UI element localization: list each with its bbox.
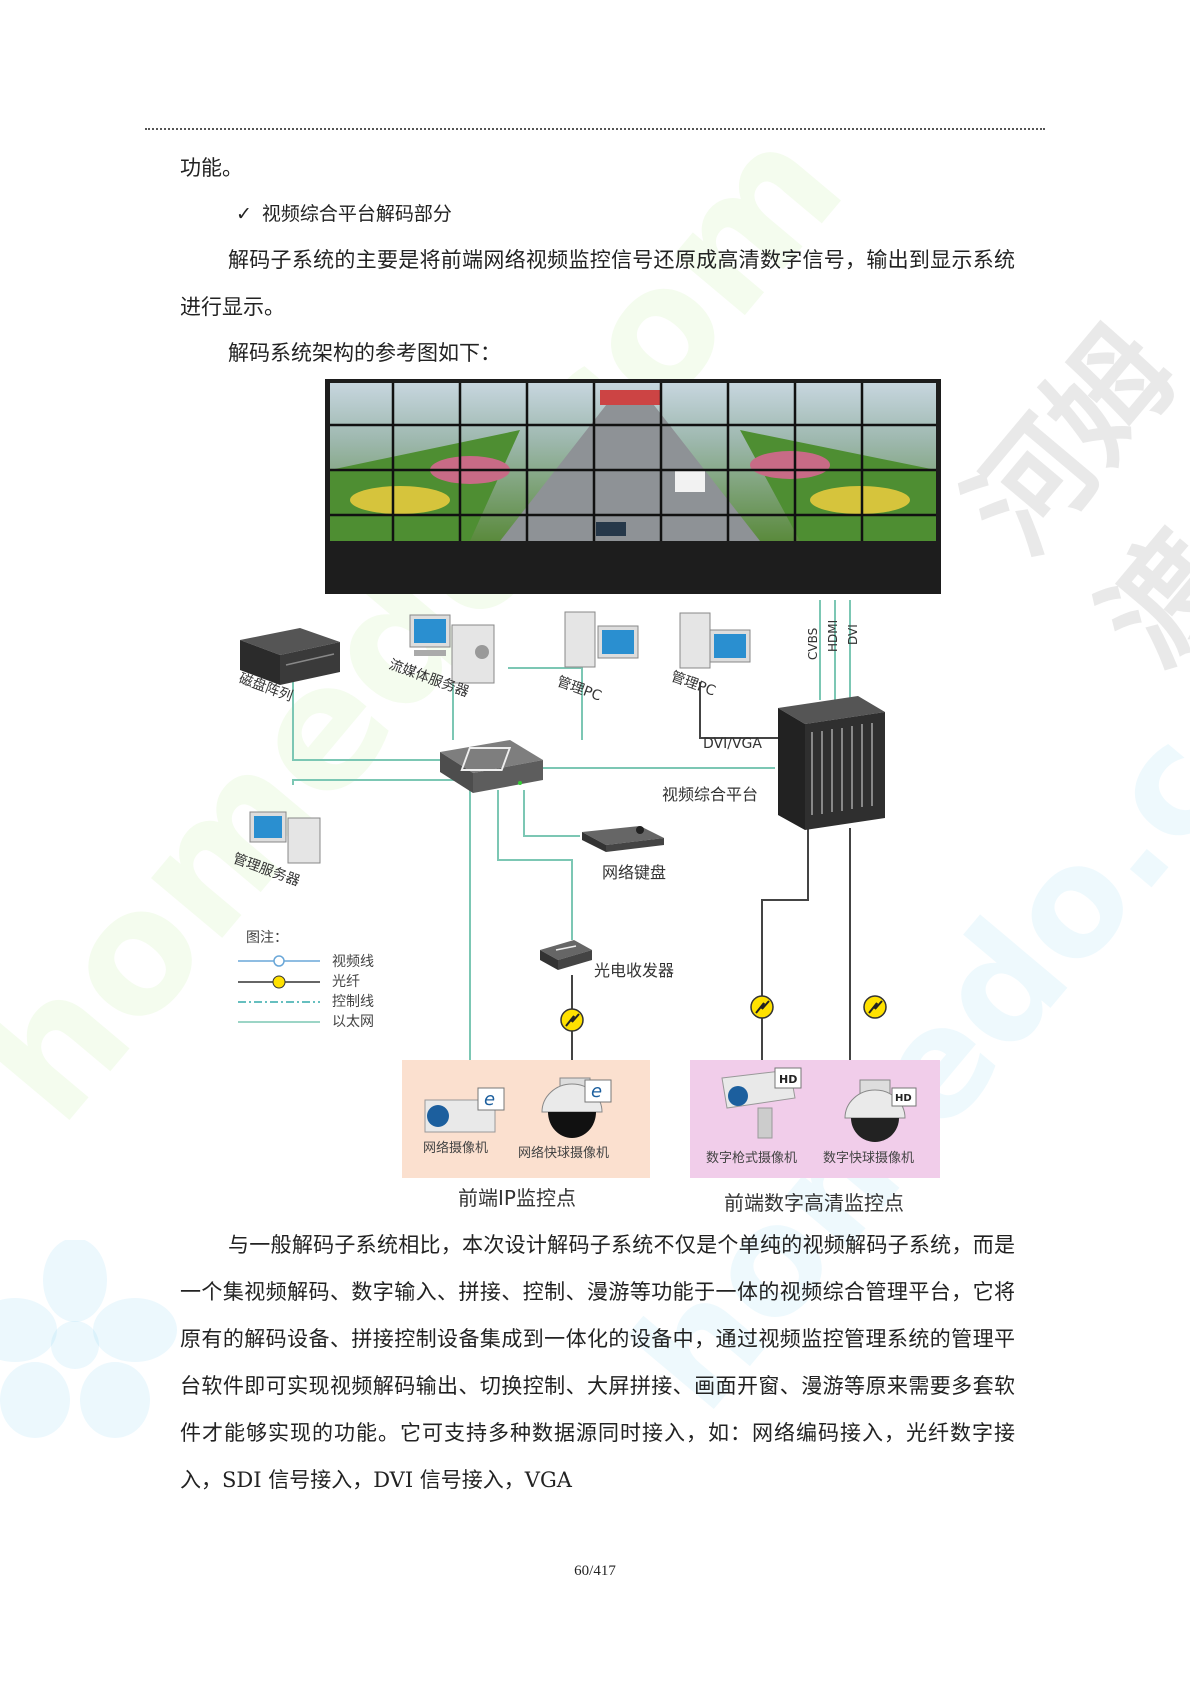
management-pc-2-label: 管理PC — [669, 669, 718, 700]
hd-speed-dome-badge: HD — [895, 1093, 912, 1104]
legend-item-ethernet: 以太网 — [332, 1014, 374, 1030]
hdmi-label: HDMI — [826, 620, 840, 652]
management-pc-2-icon — [679, 612, 751, 669]
paragraph-2: 解码系统架构的参考图如下： — [228, 341, 501, 365]
paragraph-1: 解码子系统的主要是将前端网络视频监控信号还原成高清数字信号，输出到显示系统进行显… — [180, 248, 1015, 319]
fiber-marker-icon — [560, 995, 887, 1032]
hd-bullet-camera-icon: HD — [721, 1067, 802, 1139]
legend-item-control: 控制线 — [332, 994, 374, 1010]
ip-camera-label: 网络摄像机 — [423, 1140, 488, 1156]
optical-transceiver-icon — [540, 940, 592, 970]
checkmark-icon: ✓ — [236, 203, 252, 225]
disk-array-icon — [240, 628, 340, 685]
network-keyboard-label: 网络键盘 — [602, 863, 666, 882]
management-server-icon — [249, 811, 321, 864]
ip-camera-icon: e — [424, 1087, 505, 1133]
cvbs-label: CVBS — [806, 628, 820, 660]
ip-speed-dome-icon: e — [541, 1077, 612, 1138]
legend-item-video: 视频线 — [332, 954, 374, 970]
bullet-text: 视频综合平台解码部分 — [261, 203, 452, 225]
video-platform-icon — [778, 696, 885, 830]
hd-speed-dome-label: 数字快球摄像机 — [823, 1151, 914, 1166]
legend-title: 图注： — [246, 930, 288, 946]
hd-monitoring-group: HD HD 数字枪式摄像机 数字快球摄像机 — [690, 1060, 940, 1178]
dvi-vga-label: DVI/VGA — [703, 736, 762, 752]
management-pc-1-icon — [564, 611, 639, 668]
paragraph-3: 与一般解码子系统相比，本次设计解码子系统不仅是个单纯的视频解码子系统，而是一个集… — [180, 1233, 1015, 1492]
ip-monitoring-group: e e 网络摄像机 网络快球摄像机 — [402, 1060, 650, 1178]
ip-group-title: 前端IP监控点 — [458, 1186, 576, 1210]
ip-camera-badge: e — [484, 1089, 495, 1110]
dvi-label: DVI — [846, 624, 860, 645]
header-rule — [145, 128, 1045, 130]
ip-speed-dome-badge: e — [591, 1081, 602, 1102]
page-number: 60/417 — [574, 1563, 616, 1579]
video-platform-label: 视频综合平台 — [662, 785, 758, 804]
hd-group-title: 前端数字高清监控点 — [724, 1191, 904, 1215]
management-pc-1-label: 管理PC — [555, 674, 604, 705]
diagram-legend: 图注： 视频线 光纤 控制线 以太网 — [238, 930, 374, 1030]
network-switch-icon — [440, 740, 543, 793]
hd-speed-dome-icon: HD — [844, 1079, 917, 1142]
video-wall — [325, 379, 941, 594]
bullet-item: ✓ 视频综合平台解码部分 — [236, 197, 452, 231]
optical-transceiver-label: 光电收发器 — [594, 961, 674, 980]
hd-bullet-label: 数字枪式摄像机 — [706, 1150, 797, 1166]
stream-server-icon — [409, 614, 495, 684]
watermark-flower-icon — [0, 1240, 177, 1438]
intro-line: 功能。 — [180, 156, 243, 180]
ip-speed-dome-label: 网络快球摄像机 — [518, 1145, 609, 1161]
network-keyboard-icon — [582, 826, 664, 852]
legend-item-fiber: 光纤 — [332, 974, 360, 990]
hd-bullet-badge: HD — [779, 1073, 797, 1086]
